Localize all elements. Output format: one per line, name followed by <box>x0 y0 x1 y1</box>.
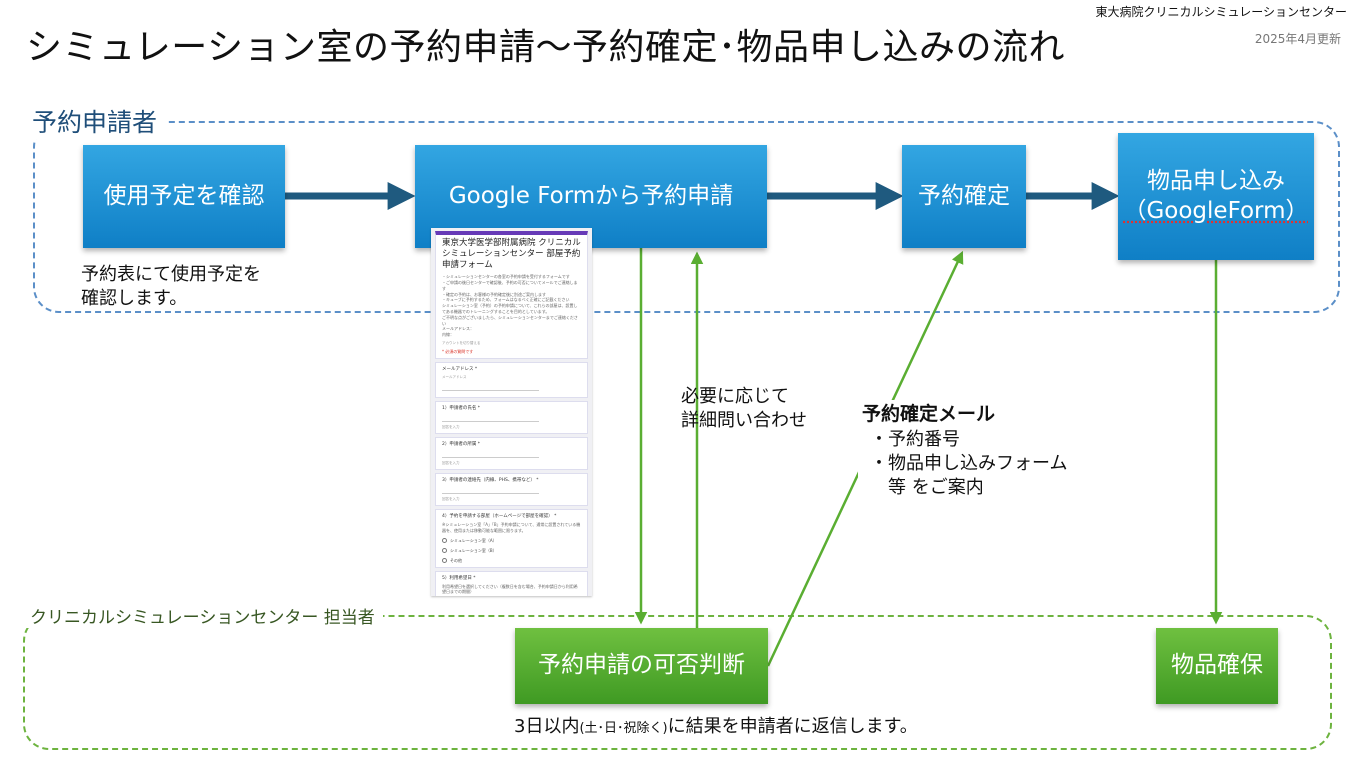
reservation-confirmed-box: 予約確定 <box>902 145 1026 248</box>
mail-note-item: ・物品申し込みフォーム <box>870 452 1068 474</box>
reply-note-suffix: に結果を申請者に返信します。 <box>667 716 918 737</box>
applicant-lane <box>33 121 1340 313</box>
reservation-confirmed-label: 予約確定 <box>918 182 1010 209</box>
form-question-label: 2）申請者の所属 * <box>442 441 481 447</box>
center-lane-label: クリニカルシミュレーションセンター 担当者 <box>24 603 383 628</box>
page-title: シミュレーション室の予約申請～予約確定･物品申し込みの流れ <box>26 27 1066 68</box>
form-question-3: 3）申請者の連絡先（内線、PHS、携帯など） * 回答を入力 <box>435 472 588 506</box>
form-question-desc: ※シミュレーション室「A」「B」予約申請について、通常に設置されている機器を、使… <box>442 521 581 533</box>
judgement-box: 予約申請の可否判断 <box>515 628 768 704</box>
reply-note-prefix: 3日以内 <box>514 716 580 737</box>
secure-items-box: 物品確保 <box>1156 628 1278 704</box>
form-answer-hint: 回答を入力 <box>442 424 460 429</box>
reply-note-paren: (土･日･祝除く) <box>579 721 668 736</box>
form-question-4: 4）予約を申請する部屋（ホームページで部屋を確認） * ※シミュレーション室「A… <box>435 508 588 568</box>
mail-note-title: 予約確定メール <box>862 403 996 425</box>
item-request-box: 物品申し込み （GoogleForm） <box>1118 133 1314 260</box>
form-question-label: 5）利用希望日 * <box>442 575 476 581</box>
secure-items-label: 物品確保 <box>1171 652 1263 679</box>
form-option: シミュレーション室（A） <box>442 538 581 544</box>
judgement-label: 予約申請の可否判断 <box>538 652 745 679</box>
item-request-label: 物品申し込み <box>1147 167 1285 194</box>
check-schedule-note: 予約表にて使用予定を 確認します。 <box>81 263 261 312</box>
form-question-desc: 利用希望日を選択してください（複数日を含む場合、予約申請日から利用希望日までの期… <box>442 583 578 595</box>
inquiry-note-line1: 必要に応じて <box>681 386 789 407</box>
mail-note-item: 等 をご案内 <box>870 477 984 499</box>
form-answer-hint: 回答を入力 <box>442 496 460 501</box>
form-question-5: 5）利用希望日 * 利用希望日を選択してください（複数日を含む場合、予約申請日か… <box>435 570 588 596</box>
mail-note-item: ・予約番号 <box>870 428 960 450</box>
form-question-label: 1）申請者の氏名 * <box>442 405 481 411</box>
item-request-form-label: （GoogleForm） <box>1123 197 1309 224</box>
form-question-2: 2）申請者の所属 * 回答を入力 <box>435 436 588 470</box>
form-option: その他 <box>442 558 581 564</box>
inquiry-note-line2: 詳細問い合わせ <box>681 410 807 432</box>
form-question-label: 4）予約を申請する部屋（ホームページで部屋を確認） * <box>442 513 557 519</box>
check-schedule-label: 使用予定を確認 <box>103 182 265 209</box>
applicant-lane-label: 予約申請者 <box>26 103 166 139</box>
form-answer-hint: メールアドレス <box>442 374 467 379</box>
center-lane <box>23 615 1332 750</box>
check-note-line2: 確認します。 <box>81 288 188 310</box>
form-question-label: メールアドレス * <box>442 366 478 372</box>
google-form-preview: 東京大学医学部附属病院 クリニカルシミュレーションセンター 部屋予約申請フォーム… <box>431 228 592 596</box>
form-option: シミュレーション室（B） <box>442 548 581 554</box>
form-answer-hint: 回答を入力 <box>442 460 460 465</box>
google-form-label: Google Formから予約申請 <box>448 182 734 209</box>
confirmation-mail-note: 予約確定メール ・予約番号 ・物品申し込みフォーム 等 をご案内 <box>858 400 1072 503</box>
form-question-1: 1）申請者の氏名 * 回答を入力 <box>435 400 588 434</box>
form-title: 東京大学医学部附属病院 クリニカルシミュレーションセンター 部屋予約申請フォーム <box>442 238 581 271</box>
reply-note: 3日以内(土･日･祝除く)に結果を申請者に返信します。 <box>514 715 918 739</box>
updated-date: 2025年4月更新 <box>1254 32 1341 46</box>
check-note-line1: 予約表にて使用予定を <box>81 264 261 285</box>
organization-name: 東大病院クリニカルシミュレーションセンター <box>1095 5 1347 19</box>
inquiry-note: 必要に応じて 詳細問い合わせ <box>681 385 807 434</box>
form-description: ・シミュレーションセンターの各室の予約申請を受付するフォームです ・ご申請の後日… <box>442 274 578 338</box>
form-account: アカウントを切り替える <box>442 340 481 345</box>
form-required-note: * 必須の質問です <box>442 348 474 354</box>
check-schedule-box: 使用予定を確認 <box>83 145 285 248</box>
form-question-label: 3）申請者の連絡先（内線、PHS、携帯など） * <box>442 477 539 483</box>
form-question-email: メールアドレス * メールアドレス <box>435 361 588 398</box>
form-header-card: 東京大学医学部附属病院 クリニカルシミュレーションセンター 部屋予約申請フォーム… <box>435 231 588 359</box>
